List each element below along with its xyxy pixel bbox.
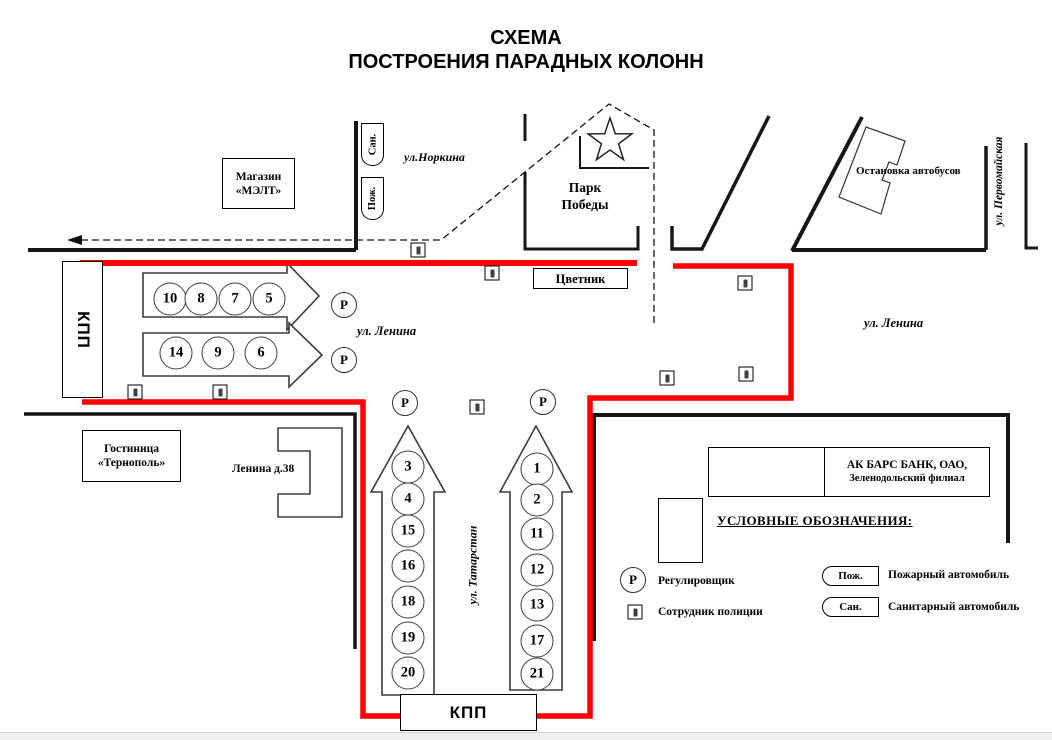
lenina-38-building-outline — [277, 427, 343, 518]
police-officer-icon — [738, 366, 754, 382]
red-route-line — [82, 263, 794, 719]
column-number: 19 — [391, 621, 425, 655]
bank-box-divider — [824, 448, 825, 496]
legend-controller-label: Регулировщик — [658, 575, 735, 587]
flower-bed-label: Цветник — [555, 271, 606, 286]
column-number: 6 — [244, 336, 278, 370]
park-line1: Парк — [568, 180, 602, 195]
legend-fire-vehicle-icon: Пож. — [822, 566, 879, 586]
bank-line2: Зеленодольский филиал — [849, 473, 965, 484]
street-corner-right-of-park — [670, 115, 771, 251]
sanitary-vehicle-tag: Сан. — [367, 133, 379, 156]
shop-melt-line1: Магазин — [235, 170, 282, 183]
column-number: 1 — [520, 452, 554, 486]
monument-platform-line — [579, 136, 649, 169]
legend-fire-tag: Пож. — [838, 570, 863, 582]
legend-sanitary-vehicle-icon: Сан. — [822, 597, 879, 617]
column-number: 4 — [391, 482, 425, 516]
diagonal-street-edge — [790, 116, 864, 252]
park-pobedy-label: Парк Победы — [545, 179, 625, 213]
checkpoint-left-box: КПП — [62, 261, 103, 398]
police-officer-icon — [127, 384, 143, 400]
pervomayskaya-east-edge — [1024, 143, 1038, 250]
legend-traffic-controller-icon: Р — [620, 567, 646, 593]
checkpoint-bottom-box: КПП — [400, 694, 537, 731]
legend-heading: УСЛОВНЫЕ ОБОЗНАЧЕНИЯ: — [717, 513, 913, 528]
park-fence-main — [523, 172, 640, 251]
column-number: 8 — [184, 282, 218, 316]
street-tatarstan-label: ул. Татарстан — [465, 525, 480, 605]
column-number: 7 — [218, 282, 252, 316]
column-number: 17 — [520, 624, 554, 658]
fire-vehicle-tag: Пож. — [367, 186, 378, 211]
checkpoint-left-label: КПП — [73, 310, 93, 349]
column-number: 2 — [520, 483, 554, 517]
page-title-line1: СХЕМА — [490, 27, 562, 49]
police-officer-icon — [737, 275, 753, 291]
hotel-line2: «Тернополь» — [97, 457, 166, 469]
traffic-controller-icon: Р — [530, 389, 556, 415]
column-number: 13 — [520, 588, 554, 622]
sanitary-vehicle-icon: Сан. — [361, 123, 384, 166]
traffic-controller-icon: Р — [392, 390, 418, 416]
bus-stop-building-outline — [838, 126, 906, 215]
police-officer-icon — [469, 399, 485, 415]
street-lenina-east-label: ул. Ленина — [864, 316, 924, 330]
dashed-route-arrowhead — [67, 235, 82, 245]
street-edge-bottom-right — [592, 413, 1010, 641]
bank-line1: АК БАРС БАНК, ОАО, — [846, 459, 968, 471]
bus-stop-label: Остановка автобусов — [856, 165, 961, 177]
column-number: 14 — [159, 336, 193, 370]
red-route-top-segment — [80, 260, 637, 266]
hotel-line1: Гостиница — [103, 443, 160, 455]
checkpoint-bottom-label: КПП — [449, 702, 488, 722]
column-number: 21 — [520, 657, 554, 691]
column-number: 12 — [520, 553, 554, 587]
street-norkina-label: ул.Норкина — [404, 150, 465, 164]
police-officer-icon — [212, 384, 228, 400]
dashed-route-line — [81, 103, 655, 326]
street-edge-bottom-left — [24, 412, 357, 649]
victory-star-icon — [585, 115, 635, 162]
bank-building-box: АК БАРС БАНК, ОАО, Зеленодольский филиал — [708, 447, 990, 497]
legend-fire-label: Пожарный автомобиль — [888, 569, 1010, 581]
column-number: 16 — [391, 549, 425, 583]
column-number: 20 — [391, 656, 425, 690]
column-number: 15 — [391, 514, 425, 548]
page-title: СХЕМА ПОСТРОЕНИЯ ПАРАДНЫХ КОЛОНН — [0, 26, 1052, 74]
legend-police-officer-icon — [627, 604, 643, 620]
street-pervomayskaya-label: ул. Первомайская — [993, 136, 1005, 226]
bank-label: АК БАРС БАНК, ОАО, Зеленодольский филиал — [825, 448, 989, 496]
page-title-line2: ПОСТРОЕНИЯ ПАРАДНЫХ КОЛОНН — [348, 51, 704, 73]
shop-melt-line2: «МЭЛТ» — [235, 184, 282, 197]
police-officer-icon — [484, 265, 500, 281]
police-officer-icon — [659, 370, 675, 386]
shop-melt-box: Магазин «МЭЛТ» — [222, 158, 295, 209]
column-number: 18 — [391, 585, 425, 619]
column-number: 11 — [520, 517, 554, 551]
traffic-controller-icon: Р — [331, 347, 357, 373]
lenina-38-label: Ленина д.38 — [232, 463, 295, 475]
park-line2: Победы — [561, 197, 609, 212]
legend-sanitary-label: Санитарный автомобиль — [888, 601, 1020, 613]
column-number: 9 — [201, 336, 235, 370]
column-number: 5 — [252, 282, 286, 316]
police-officer-icon — [410, 242, 426, 258]
fire-vehicle-icon: Пож. — [361, 177, 384, 220]
column-number: 3 — [391, 450, 425, 484]
traffic-controller-icon: Р — [331, 292, 357, 318]
column-number: 10 — [153, 282, 187, 316]
street-lenina-west-label: ул. Ленина — [357, 324, 417, 338]
flower-bed-box: Цветник — [533, 268, 628, 289]
small-building-box — [658, 498, 703, 563]
legend-police-label: Сотрудник полиции — [658, 606, 763, 618]
hotel-ternopol-box: Гостиница «Тернополь» — [82, 430, 181, 482]
window-bottom-strip — [0, 732, 1052, 740]
legend-sanitary-tag: Сан. — [839, 601, 862, 613]
